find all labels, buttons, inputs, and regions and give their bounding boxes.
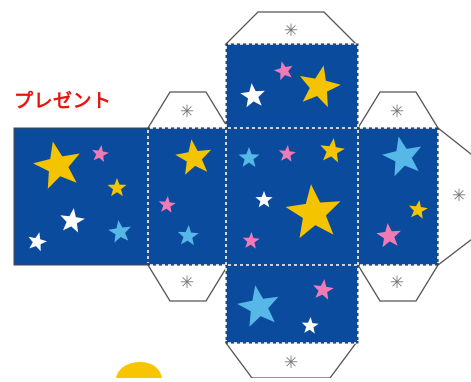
star-top-11 xyxy=(299,65,341,108)
star-bottom-22 xyxy=(237,285,279,327)
star-center-13 xyxy=(238,147,260,167)
star-right-19 xyxy=(382,136,422,177)
star-left-6 xyxy=(28,232,47,252)
star-top-10 xyxy=(274,61,293,81)
yellow-ornament xyxy=(116,362,162,378)
star-top-12 xyxy=(240,83,265,108)
star-left-1 xyxy=(33,141,80,189)
left-top-tab-mark-icon: ✳ xyxy=(180,102,194,122)
stars-layer xyxy=(28,61,428,334)
star-left-5 xyxy=(108,220,131,243)
star-left-2 xyxy=(92,145,109,163)
star-center-15 xyxy=(320,138,345,163)
star-right-21 xyxy=(376,223,401,248)
bottom-tab-mark-icon: ✳ xyxy=(284,353,298,373)
star-center-17 xyxy=(285,184,341,239)
right-top-tab-mark-icon: ✳ xyxy=(390,102,404,122)
top-tab-mark-icon: ✳ xyxy=(284,21,298,41)
right-bottom-tab-mark-icon: ✳ xyxy=(390,273,404,293)
star-left-middle-8 xyxy=(158,196,176,213)
star-right-20 xyxy=(409,200,428,219)
star-center-18 xyxy=(242,232,260,249)
star-left-middle-7 xyxy=(175,139,212,175)
star-left-4 xyxy=(60,208,85,233)
star-center-16 xyxy=(255,191,273,208)
star-bottom-23 xyxy=(313,279,334,300)
left-middle-face xyxy=(147,127,227,266)
left-bottom-tab-mark-icon: ✳ xyxy=(180,273,194,293)
star-bottom-24 xyxy=(301,317,319,334)
star-left-middle-9 xyxy=(177,225,199,246)
right-end-tab-mark-icon: ✳ xyxy=(452,186,466,206)
star-left-3 xyxy=(107,178,127,197)
fold-lines xyxy=(147,43,439,344)
star-center-14 xyxy=(278,145,296,162)
present-title: プレゼント xyxy=(14,90,112,112)
